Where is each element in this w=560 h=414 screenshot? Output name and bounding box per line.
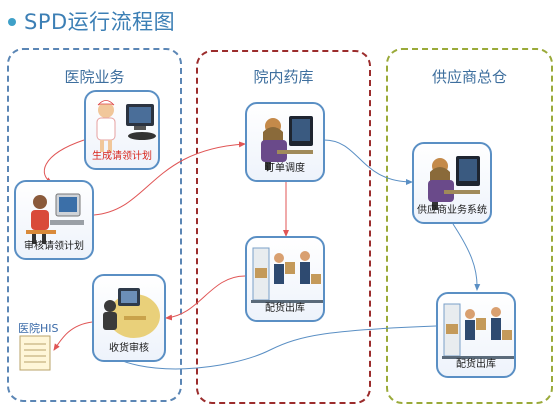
warehouse-workers-icon xyxy=(442,303,514,359)
clerk-computer-icon xyxy=(26,193,84,244)
node-order-dispatch: 订单调度 xyxy=(245,102,325,182)
arrow-generate-to-review xyxy=(43,139,85,184)
node-receive-review: 收货审核 xyxy=(92,274,166,362)
lane-title-hospital: 医院业务 xyxy=(64,68,125,86)
node-label-generate-plan: 生成请领计划 xyxy=(92,151,152,162)
lane-title-pharmacy: 院内药库 xyxy=(253,68,314,86)
his-label: 医院HIS xyxy=(18,322,59,335)
document-icon xyxy=(19,335,51,371)
node-supplier-picking: 配货出库 xyxy=(436,292,516,378)
page-title: SPD运行流程图 xyxy=(24,10,176,34)
node-generate-plan: 生成请领计划 xyxy=(84,90,160,170)
desk-computer-icon xyxy=(103,288,160,338)
arrow-dispatch-to-supplier xyxy=(323,139,413,185)
arrow-receive-to-his xyxy=(53,321,93,351)
arrow-supplier-to-picking xyxy=(452,223,481,291)
node-review-plan: 审核请领计划 xyxy=(14,180,94,260)
page-title-row: SPD运行流程图 xyxy=(8,6,175,36)
node-label-pharmacy-picking: 配货出库 xyxy=(265,303,305,314)
node-label-supplier-picking: 配货出库 xyxy=(456,359,496,370)
arrow-picking-to-receive xyxy=(165,275,246,321)
bullet-dot-icon xyxy=(8,18,16,26)
lane-pharmacy: 院内药库 xyxy=(196,50,371,404)
operator-computer-icon xyxy=(428,156,480,210)
arrow-supplier-picking-to-receive xyxy=(101,325,437,370)
node-label-receive-review: 收货审核 xyxy=(109,343,149,354)
lane-hospital: 医院业务 xyxy=(7,48,182,402)
lane-title-supplier: 供应商总仓 xyxy=(431,68,507,86)
node-label-order-dispatch: 订单调度 xyxy=(265,163,305,174)
warehouse-workers-icon xyxy=(251,247,323,303)
lane-supplier: 供应商总仓 xyxy=(386,48,553,404)
arrow-review-to-dispatch xyxy=(93,141,246,216)
node-label-supplier-system: 供应商业务系统 xyxy=(417,205,487,216)
nurse-computer-icon xyxy=(96,100,156,152)
operator-computer-icon xyxy=(261,116,313,170)
node-label-review-plan: 审核请领计划 xyxy=(24,241,84,252)
node-pharmacy-picking: 配货出库 xyxy=(245,236,325,322)
node-supplier-system: 供应商业务系统 xyxy=(412,142,492,224)
